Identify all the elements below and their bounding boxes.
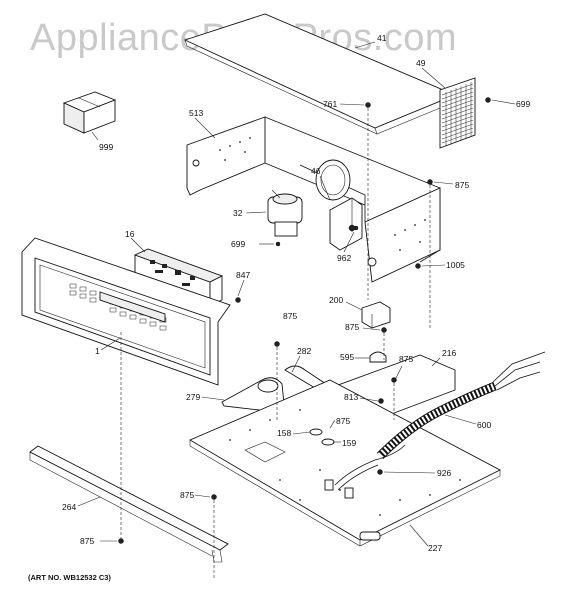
callout-595: 595 — [340, 352, 354, 362]
callout-875-f: 875 — [80, 536, 94, 546]
callout-875-d: 875 — [336, 416, 350, 426]
callout-41: 41 — [377, 33, 387, 43]
callout-46: 46 — [311, 166, 321, 176]
callout-875-a: 875 — [283, 311, 297, 321]
fan-bracket — [329, 197, 363, 251]
trim-strip — [29, 445, 229, 563]
callout-761: 761 — [323, 99, 337, 109]
art-number: (ART NO. WB12532 C3) — [28, 573, 111, 582]
callout-813: 813 — [344, 392, 358, 402]
wire-conduit — [376, 351, 546, 460]
callout-875-c: 875 — [399, 354, 413, 364]
callout-513: 513 — [189, 108, 203, 118]
callout-847: 847 — [236, 270, 250, 280]
callout-49: 49 — [416, 58, 426, 68]
blower-motor — [267, 189, 303, 247]
callout-227: 227 — [428, 543, 442, 553]
screw-847 — [235, 297, 241, 303]
leader-lines — [77, 41, 516, 547]
thermostats — [309, 428, 335, 446]
screws — [118, 97, 491, 544]
callout-1: 1 — [95, 346, 100, 356]
callout-158: 158 — [277, 428, 291, 438]
callout-875-right: 875 — [455, 180, 469, 190]
wire-harness — [324, 444, 406, 499]
callout-264: 264 — [62, 502, 76, 512]
callout-999: 999 — [99, 142, 113, 152]
callout-699-mid: 699 — [231, 239, 245, 249]
callout-926: 926 — [437, 468, 451, 478]
callout-1005: 1005 — [446, 260, 465, 270]
callout-875-e: 875 — [180, 490, 194, 500]
relay-block — [361, 301, 391, 329]
callout-32: 32 — [233, 208, 243, 218]
callout-279: 279 — [186, 392, 200, 402]
callout-16: 16 — [125, 229, 135, 239]
control-panel-bezel — [21, 237, 231, 386]
vent-grille — [439, 77, 476, 149]
callout-282: 282 — [297, 346, 311, 356]
callout-962: 962 — [337, 253, 351, 263]
control-housing-frame — [186, 116, 441, 283]
callout-159: 159 — [342, 438, 356, 448]
callout-699-top: 699 — [516, 99, 530, 109]
callout-216: 216 — [442, 348, 456, 358]
wire-clip — [369, 351, 387, 363]
callout-600: 600 — [477, 420, 491, 430]
callout-labels: 41 49 699 761 513 999 46 875 32 16 699 9… — [62, 33, 530, 553]
callout-200: 200 — [329, 295, 343, 305]
literature-box — [62, 91, 117, 134]
callout-875-b: 875 — [345, 322, 359, 332]
alignment-lines — [120, 108, 431, 580]
base-plate — [189, 379, 501, 547]
